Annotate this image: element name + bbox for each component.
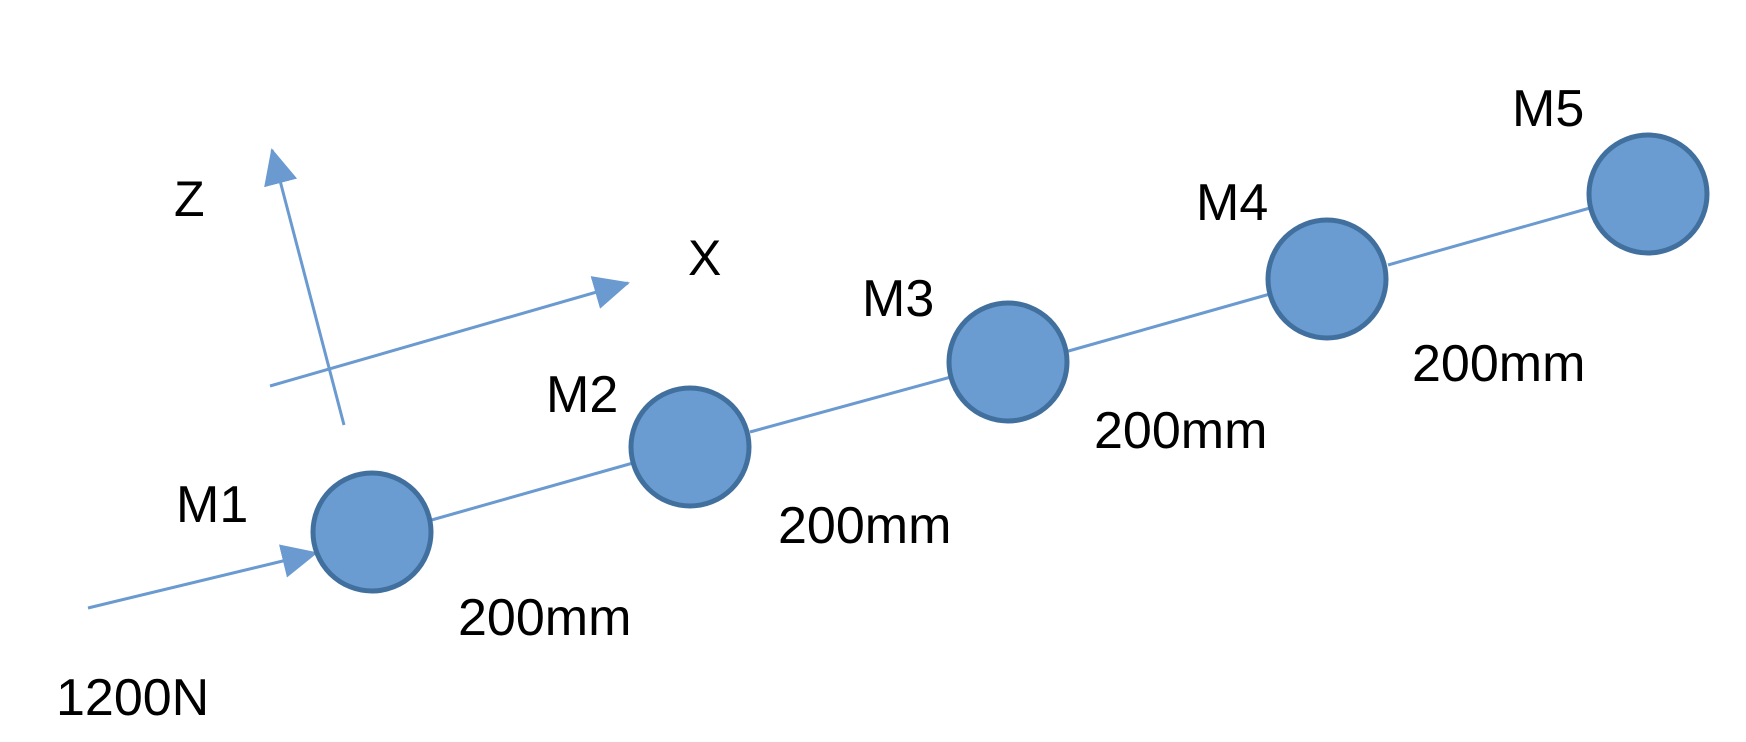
shaft-segment-2-3 [749,375,952,434]
z-axis-arrow [264,148,346,426]
mass-m2-label: M2 [546,366,618,424]
force-arrow [87,544,318,610]
mass-m3-label: M3 [862,270,934,328]
applied-force: 1200N [56,544,318,727]
mass-m4-label: M4 [1196,174,1268,232]
mass-m2 [628,385,752,509]
spacing-label-4-5: 200mm [1412,335,1585,393]
coordinate-axes: Z X [174,148,721,426]
mass-m1-label: M1 [176,476,248,534]
shaft-line [427,206,1591,523]
x-axis-label: X [688,230,721,286]
spacing-label-3-4: 200mm [1094,402,1267,460]
mass-m3 [946,300,1070,424]
mass-m5 [1586,132,1710,256]
z-axis-label: Z [174,171,205,227]
x-axis-arrow [269,276,630,388]
shaft-segment-4-5 [1387,206,1591,267]
spacing-label-2-3: 200mm [778,497,951,555]
spacing-labels: 200mm 200mm 200mm 200mm [458,335,1585,647]
mass-m4 [1265,217,1389,341]
masses: M1 M2 M3 M4 M5 [176,80,1710,594]
spacing-label-1-2: 200mm [458,589,631,647]
mass-m5-label: M5 [1512,80,1584,138]
shaft-segment-3-4 [1064,292,1271,354]
mass-m1 [310,470,434,594]
shaft-segment-1-2 [427,461,634,523]
force-label: 1200N [56,669,209,727]
